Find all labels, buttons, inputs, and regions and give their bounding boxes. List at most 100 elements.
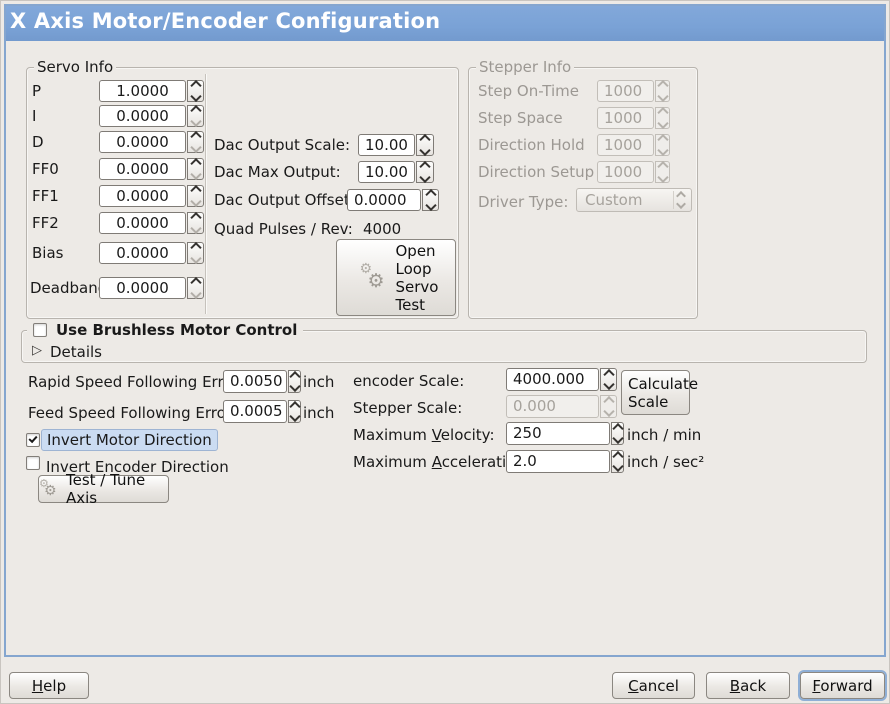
servo-info-legend: Servo Info xyxy=(34,60,117,75)
brushless-header: Use Brushless Motor Control xyxy=(27,321,304,339)
param-label-p: P xyxy=(32,82,42,100)
quad-pulses-label: Quad Pulses / Rev: xyxy=(214,220,353,238)
param-input-ff2[interactable]: 0.0000 xyxy=(99,212,186,234)
rapid-following-error-label: Rapid Speed Following Error: xyxy=(28,373,244,391)
dac-max-output-spinner[interactable] xyxy=(416,161,434,183)
gears-icon: ⚙ ⚙ xyxy=(359,260,385,292)
param-input-ff1[interactable]: 0.0000 xyxy=(99,185,186,207)
param-input-i[interactable]: 0.0000 xyxy=(99,105,186,127)
maximum-acceleration-input[interactable]: 2.0 xyxy=(506,450,610,473)
param-spinner-ff0[interactable] xyxy=(187,158,204,180)
use-brushless-label[interactable]: Use Brushless Motor Control xyxy=(56,321,298,339)
step-on-time-label: Step On-Time xyxy=(478,82,579,100)
rapid-following-error-spinner[interactable] xyxy=(288,370,301,393)
dac-output-scale-spinner[interactable] xyxy=(416,134,434,156)
servo-info-frame xyxy=(26,67,459,319)
param-spinner-d[interactable] xyxy=(187,131,204,153)
param-label-ff0: FF0 xyxy=(32,160,59,178)
param-spinner-bias[interactable] xyxy=(187,242,204,264)
checkmark-icon xyxy=(28,433,38,444)
feed-following-error-input[interactable]: 0.0005 xyxy=(223,400,287,423)
maximum-acceleration-label: Maximum Acceleration: xyxy=(353,453,530,471)
param-label-ff1: FF1 xyxy=(32,187,59,205)
dac-output-scale-input[interactable]: 10.00 xyxy=(358,134,415,156)
quad-pulses-value: 4000 xyxy=(363,220,402,238)
param-input-deadband[interactable]: 0.0000 xyxy=(99,277,186,299)
param-spinner-p[interactable] xyxy=(187,80,204,102)
direction-setup-input: 1000 xyxy=(597,161,654,183)
rapid-following-error-unit: inch xyxy=(303,373,335,391)
use-brushless-checkbox[interactable] xyxy=(33,323,47,337)
step-space-spinner xyxy=(655,107,670,129)
direction-setup-spinner xyxy=(655,161,670,183)
encoder-scale-spinner[interactable] xyxy=(600,368,617,391)
page-title: X Axis Motor/Encoder Configuration xyxy=(10,9,441,33)
test-tune-axis-button[interactable]: ⚙ ⚙ Test / Tune Axis xyxy=(38,471,169,507)
encoder-scale-label: encoder Scale: xyxy=(353,372,465,390)
step-on-time-spinner xyxy=(655,80,670,102)
param-spinner-ff2[interactable] xyxy=(187,212,204,234)
param-label-deadband: Deadband xyxy=(30,279,108,297)
stepper-info-legend: Stepper Info xyxy=(476,60,575,75)
dac-max-output-label: Dac Max Output: xyxy=(214,163,341,181)
brushless-frame xyxy=(21,330,867,363)
direction-setup-label: Direction Setup xyxy=(478,163,595,181)
feed-following-error-label: Feed Speed Following Error: xyxy=(28,404,237,422)
dac-output-offset-spinner[interactable] xyxy=(422,189,439,211)
step-space-input: 1000 xyxy=(597,107,654,129)
maximum-acceleration-spinner[interactable] xyxy=(611,450,624,473)
invert-encoder-direction-checkbox[interactable] xyxy=(26,456,40,470)
stepper-scale-input: 0.000 xyxy=(506,395,599,418)
help-button[interactable]: Help xyxy=(9,672,89,699)
open-loop-button-label: Open Loop Servo Test xyxy=(395,241,439,314)
maximum-velocity-unit: inch / min xyxy=(627,426,702,444)
param-spinner-i[interactable] xyxy=(187,105,204,127)
rapid-following-error-input[interactable]: 0.0050 xyxy=(223,370,287,393)
param-input-bias[interactable]: 0.0000 xyxy=(99,242,186,264)
maximum-velocity-label: Maximum Velocity: xyxy=(353,426,495,444)
servo-frame-separator xyxy=(205,74,207,314)
dac-max-output-input[interactable]: 10.00 xyxy=(358,161,415,183)
title-bar xyxy=(6,6,884,41)
driver-type-label: Driver Type: xyxy=(478,193,569,211)
details-expander-icon[interactable]: ▷ xyxy=(32,343,42,358)
param-label-d: D xyxy=(32,133,44,151)
maximum-velocity-input[interactable]: 250 xyxy=(506,422,610,445)
open-loop-servo-test-button[interactable]: ⚙ ⚙ Open Loop Servo Test xyxy=(336,239,456,316)
param-spinner-deadband[interactable] xyxy=(187,277,204,299)
stepper-info-frame xyxy=(468,67,698,319)
step-on-time-input: 1000 xyxy=(597,80,654,102)
maximum-velocity-spinner[interactable] xyxy=(611,422,624,445)
direction-hold-input: 1000 xyxy=(597,134,654,156)
dac-output-offset-label: Dac Output Offset: xyxy=(214,191,355,209)
stepper-scale-label: Stepper Scale: xyxy=(353,399,463,417)
param-label-ff2: FF2 xyxy=(32,214,59,232)
param-label-bias: Bias xyxy=(32,244,64,262)
calculate-scale-label: Calculate Scale xyxy=(628,374,699,411)
test-tune-axis-label: Test / Tune Axis xyxy=(66,471,146,507)
invert-motor-direction-checkbox[interactable] xyxy=(26,433,40,447)
gears-icon: ⚙ ⚙ xyxy=(39,477,57,499)
feed-following-error-spinner[interactable] xyxy=(288,400,301,423)
invert-motor-direction-label[interactable]: Invert Motor Direction xyxy=(41,429,218,451)
param-input-p[interactable]: 1.0000 xyxy=(99,80,186,102)
dac-output-offset-input[interactable]: 0.0000 xyxy=(347,189,421,211)
direction-hold-label: Direction Hold xyxy=(478,136,585,154)
combo-arrows-icon xyxy=(673,191,687,209)
param-input-d[interactable]: 0.0000 xyxy=(99,131,186,153)
back-button[interactable]: Back xyxy=(706,672,790,699)
cancel-button[interactable]: Cancel xyxy=(612,672,695,699)
dac-output-scale-label: Dac Output Scale: xyxy=(214,136,351,154)
maximum-acceleration-unit: inch / sec² xyxy=(627,453,705,471)
forward-button[interactable]: Forward xyxy=(800,672,885,699)
calculate-scale-button[interactable]: Calculate Scale xyxy=(621,370,698,415)
details-expander-label[interactable]: Details xyxy=(50,343,103,361)
encoder-scale-input[interactable]: 4000.000 xyxy=(506,368,599,391)
param-spinner-ff1[interactable] xyxy=(187,185,204,207)
param-label-i: I xyxy=(32,107,37,125)
direction-hold-spinner xyxy=(655,134,670,156)
param-input-ff0[interactable]: 0.0000 xyxy=(99,158,186,180)
stepper-scale-spinner xyxy=(600,395,617,418)
invert-encoder-direction-label[interactable]: Invert Encoder Direction xyxy=(46,458,229,476)
